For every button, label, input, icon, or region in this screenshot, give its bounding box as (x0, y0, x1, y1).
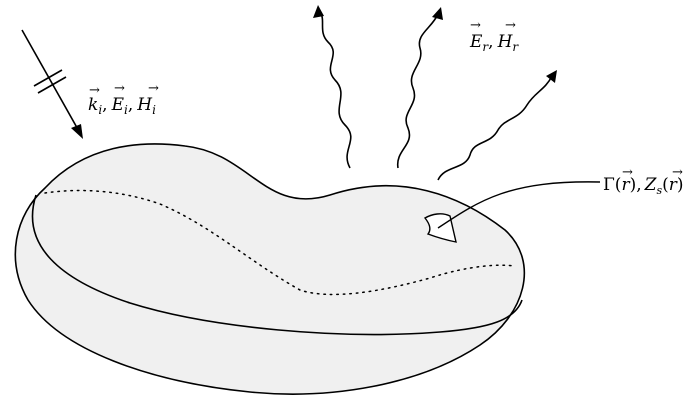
patch-leader-line (437, 181, 601, 229)
scattered-arrowhead-3 (546, 70, 557, 83)
scattered-arrowhead-1 (313, 5, 324, 18)
scattered-arrowhead-2 (432, 7, 443, 20)
polarization-tick-2 (37, 76, 67, 94)
surface-label: Γ(r),Zs(r) (603, 175, 684, 197)
incident-k-arrow: → (89, 83, 100, 98)
scatterer-body (14, 143, 526, 395)
polarization-tick-1 (33, 69, 63, 87)
surface-r-arrow-1: → (622, 165, 633, 180)
incident-E-arrow: → (114, 81, 125, 96)
belt-curve (31, 194, 523, 336)
scattered-wave-2 (397, 13, 439, 169)
scattered-label: Er,Hr (469, 32, 519, 54)
scattered-wave-3 (437, 75, 553, 181)
surface-r-arrow-2: → (672, 165, 683, 180)
incident-arrowhead (71, 124, 83, 139)
scattered-wave-1 (319, 11, 352, 169)
incident-label: ki,Ei,Hi (88, 95, 156, 117)
scattered-H-arrow: → (505, 18, 516, 33)
incident-H-arrow: → (148, 81, 159, 96)
dotted-contour (44, 189, 516, 296)
scattered-E-arrow: → (470, 18, 481, 33)
incident-wave-line (21, 29, 81, 134)
